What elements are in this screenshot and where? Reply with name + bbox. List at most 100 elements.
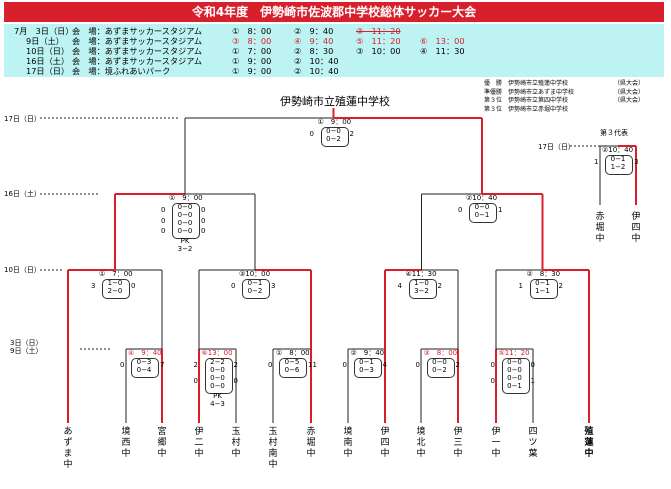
left-total-score: 0 bbox=[490, 361, 495, 369]
right-total-score: 2 bbox=[349, 130, 354, 138]
match-time-label: ⑥13：00 bbox=[201, 349, 233, 357]
team-name: 境南中 bbox=[343, 427, 353, 459]
half-score: 0−1 bbox=[610, 155, 626, 163]
pk-score: 3−2 bbox=[177, 245, 193, 253]
team-name: 伊四中 bbox=[380, 427, 390, 459]
left-total-score: 0 bbox=[161, 227, 166, 236]
score-box bbox=[469, 203, 497, 223]
half-score: 0−0 bbox=[432, 358, 447, 366]
score-box bbox=[408, 279, 437, 299]
half-score: 0−0 bbox=[507, 366, 522, 374]
champion-label: 伊勢崎市立殖蓮中学校 bbox=[280, 95, 390, 108]
third-rep-label: 第３代表 bbox=[600, 129, 628, 137]
half-score: 0−0 bbox=[474, 203, 490, 211]
schedule-slot: ③ 10：00 bbox=[356, 46, 401, 56]
day-label-17: 17日（日） bbox=[4, 115, 41, 123]
match-time-label: ④ 9：40 bbox=[128, 349, 162, 357]
half-score: 0−0 bbox=[210, 366, 225, 374]
right-total-score: 0 bbox=[201, 216, 206, 225]
half-score: 0−0 bbox=[177, 203, 193, 211]
result-pref: （県大会） bbox=[614, 97, 645, 104]
score-box bbox=[131, 358, 159, 378]
half-score: 1−2 bbox=[610, 163, 626, 171]
left-total-score: 2 bbox=[193, 361, 198, 369]
half-score: 0−0 bbox=[210, 382, 225, 390]
match-time-label: ② 9：40 bbox=[350, 349, 385, 357]
half-score: 0−0 bbox=[177, 227, 193, 235]
half-score: 0−5 bbox=[284, 358, 300, 366]
left-total-score: 0 bbox=[490, 377, 495, 385]
result-row: 優 勝 伊勢崎市立殖蓮中学校（県大会） bbox=[484, 80, 645, 87]
half-score: 0−0 bbox=[210, 374, 225, 382]
schedule-slot: ⑥ 13：00 bbox=[420, 36, 465, 46]
half-score: 3−2 bbox=[414, 287, 429, 295]
result-row: 第３位 伊勢崎市立第四中学校（県大会） bbox=[484, 97, 645, 104]
pk-score: 4−3 bbox=[210, 400, 225, 408]
score-box bbox=[320, 127, 349, 147]
match-time-label: ① 9：00 bbox=[169, 194, 203, 202]
half-score: 0−1 bbox=[359, 358, 374, 366]
match-time-label: ② 8：30 bbox=[526, 270, 561, 278]
pk-label: PK bbox=[213, 392, 222, 400]
score-box bbox=[242, 279, 270, 299]
left-total-score: 4 bbox=[397, 282, 402, 290]
day-label-9: 9日（土） bbox=[10, 347, 43, 355]
day-label-17-third: 17日（日） bbox=[538, 143, 575, 151]
score-box bbox=[102, 279, 130, 299]
score-box bbox=[426, 358, 455, 378]
result-pref: （県大会） bbox=[614, 88, 645, 96]
team-name: 伊二中 bbox=[194, 427, 204, 459]
schedule-day: 17日（日） bbox=[26, 66, 70, 76]
schedule-day: 16日（土） bbox=[26, 56, 70, 66]
half-score: 1−1 bbox=[535, 287, 550, 295]
schedule-day: 10日（日） bbox=[26, 46, 70, 56]
right-total-score: 2 bbox=[455, 361, 460, 369]
schedule-venue: 会 場：あずまサッカースタジアム bbox=[72, 36, 203, 46]
left-total-score: 0 bbox=[309, 130, 314, 138]
schedule-slot: ⑤ 11：20 bbox=[356, 36, 401, 46]
score-box bbox=[204, 358, 233, 394]
score-box bbox=[501, 358, 530, 394]
day-label-10: 10日（日） bbox=[4, 266, 41, 274]
schedule-day: 9日（土） bbox=[26, 36, 64, 46]
results-list: 優 勝 伊勢崎市立殖蓮中学校（県大会）準優勝 伊勢崎市立あずま中学校（県大会）第… bbox=[484, 80, 664, 114]
third-team-name: 伊四中 bbox=[631, 212, 641, 244]
left-total-score: 0 bbox=[120, 361, 125, 369]
right-total-score: 3 bbox=[634, 158, 639, 166]
schedule-slot: ② 9：40 bbox=[294, 26, 334, 36]
half-score: 1−0 bbox=[414, 279, 429, 287]
right-total-score: 0 bbox=[201, 206, 206, 214]
left-total-score: 1 bbox=[594, 158, 599, 166]
half-score: 0−1 bbox=[474, 211, 490, 219]
pk-label: PK bbox=[180, 237, 190, 245]
schedule-slot: ① 8：00 bbox=[232, 26, 272, 36]
half-score: 0−2 bbox=[432, 366, 447, 374]
left-total-score: 0 bbox=[342, 361, 347, 369]
day-label-3: 3日（日） bbox=[10, 339, 43, 347]
right-total-score: 0 bbox=[530, 361, 535, 369]
left-total-score: 0 bbox=[161, 216, 166, 225]
left-total-score: 0 bbox=[161, 206, 166, 214]
left-total-score: 0 bbox=[458, 206, 463, 214]
schedule-venue: 会 場：あずまサッカースタジアム bbox=[72, 26, 203, 36]
half-score: 0−0 bbox=[177, 211, 193, 219]
third-team-name: 赤堀中 bbox=[595, 212, 605, 244]
team-name: 殖蓮中 bbox=[584, 427, 594, 459]
left-total-score: 0 bbox=[231, 282, 236, 290]
schedule-venue: 会 場：あずまサッカースタジアム bbox=[72, 56, 203, 66]
team-name: 伊一中 bbox=[491, 427, 501, 459]
schedule-venue: 会 場：あずまサッカースタジアム bbox=[72, 46, 203, 56]
right-total-score: 2 bbox=[437, 282, 442, 290]
half-score: 2−0 bbox=[107, 287, 123, 295]
match-time-label: ① 8：00 bbox=[276, 349, 310, 357]
match-time-label: ① 7：00 bbox=[99, 270, 133, 278]
schedule-slot: ③ 11：20 bbox=[356, 26, 401, 36]
schedule-day: 7月 3日（日） bbox=[14, 26, 74, 36]
match-time-label: ① 9：00 bbox=[317, 118, 352, 126]
half-score: 0−1 bbox=[247, 279, 263, 287]
right-total-score: 0 bbox=[233, 377, 238, 385]
half-score: 0−3 bbox=[359, 366, 374, 374]
day-label-16: 16日（土） bbox=[4, 190, 41, 198]
half-score: 0−1 bbox=[507, 382, 522, 390]
